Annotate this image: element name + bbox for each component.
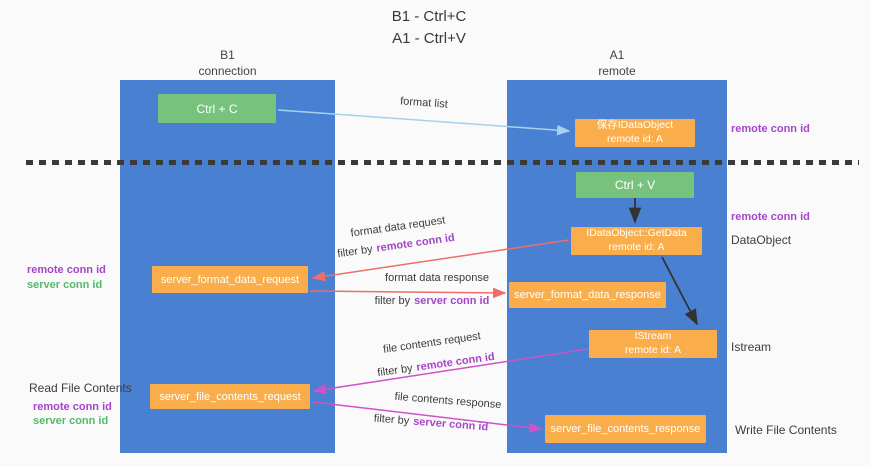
server-file-contents-response-label: server_file_contents_response [550,423,701,435]
istream-box: IStream remote id: A [589,330,717,358]
filter-by-text: filter by [373,412,410,428]
filter-by-text: filter by [376,362,414,380]
server-file-contents-response-box: server_file_contents_response [545,415,706,443]
save-idataobject-line1: 保存IDataObject [596,119,674,132]
ctrl-v-label: Ctrl + V [614,178,656,192]
read-file-contents-annotation: Read File Contents [29,381,132,395]
istream-annotation: Istream [731,340,772,354]
server-file-contents-request-box: server_file_contents_request [150,384,310,409]
istream-line2: remote id: A [624,344,682,356]
remote-conn-id-annotation-mid: remote conn id [731,211,810,223]
remote-conn-id-text: remote conn id [375,231,456,255]
write-file-contents-annotation: Write File Contents [735,423,837,437]
istream-line1: IStream [634,330,672,343]
dataobject-annotation: DataObject [731,233,792,247]
lifeline-b1-subtitle: connection [198,63,257,78]
lifeline-a1-subtitle: remote [598,63,636,78]
ctrl-c-label: Ctrl + C [196,101,238,116]
server-format-data-response-box: server_format_data_response [509,282,666,308]
filter-by-text: filter by [336,243,374,261]
server-conn-id-annotation-left1: server conn id [27,279,103,291]
remote-conn-id-text: remote conn id [415,350,496,374]
remote-conn-id-annotation-top: remote conn id [731,123,810,135]
format-data-response-arrow [309,287,507,299]
server-format-data-request-box: server_format_data_request [152,266,308,293]
diagram-title: B1 - Ctrl+C A1 - Ctrl+V [0,6,858,50]
remote-conn-id-annotation-left2: remote conn id [33,401,112,413]
save-idataobject-box: 保存IDataObject remote id: A [575,119,695,147]
lifeline-a1-name: A1 [609,48,625,62]
lifeline-header-a1: A1 remote [507,48,727,79]
title-line-1: B1 - Ctrl+C [391,8,467,25]
server-file-contents-request-label: server_file_contents_request [159,390,301,403]
getdata-line2: remote id: A [608,241,665,253]
filter-by-text: filter by [374,295,411,307]
getdata-box: IDataObject::GetData remote id: A [571,227,702,255]
ctrl-v-box: Ctrl + V [576,172,694,198]
getdata-line1: IDataObject::GetData [586,227,687,240]
save-idataobject-line2: remote id: A [606,133,664,145]
server-format-data-response-label: server_format_data_response [514,289,661,301]
server-conn-id-text: server conn id [412,415,489,434]
server-conn-id-text: server conn id [414,295,490,307]
format-data-response-label: format data response [385,272,489,284]
lifeline-header-b1: B1 connection [120,48,335,79]
title-line-2: A1 - Ctrl+V [392,29,466,47]
format-list-label: format list [399,95,449,111]
lifeline-b1-name: B1 [220,48,235,62]
server-format-data-request-label: server_format_data_request [160,273,300,286]
ctrl-c-box: Ctrl + C [158,94,276,123]
remote-conn-id-annotation-left1: remote conn id [27,264,106,276]
file-contents-response-label: file contents response [394,390,502,412]
server-conn-id-annotation-left2: server conn id [33,415,109,427]
network-boundary-dashed-line [26,160,859,165]
